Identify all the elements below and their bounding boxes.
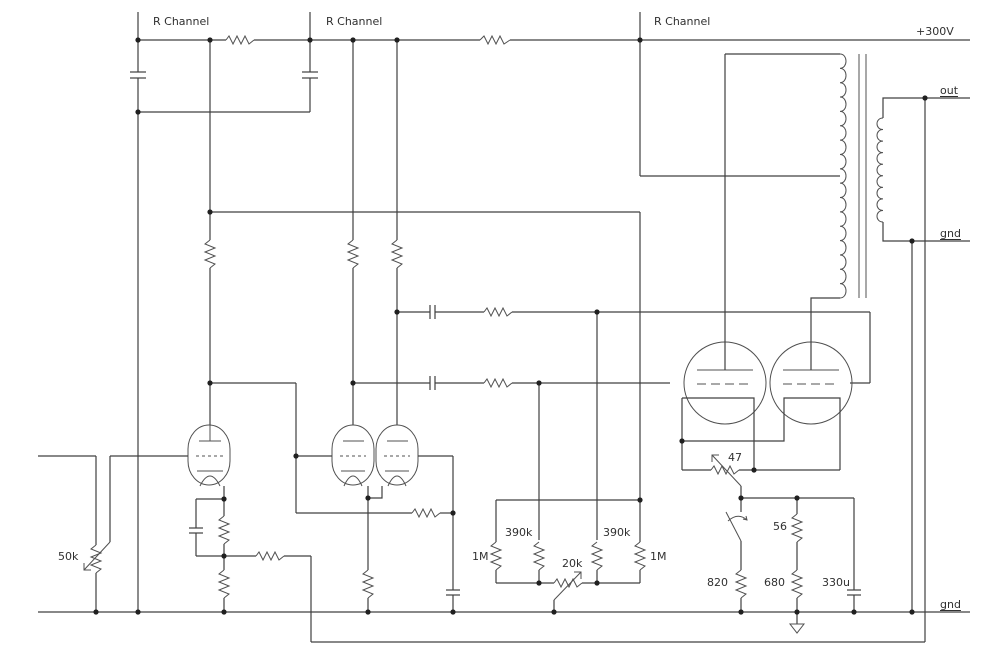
splitter-cathode-resistor bbox=[361, 569, 375, 599]
junction-dot bbox=[93, 609, 99, 615]
junction-dot bbox=[207, 380, 213, 386]
junction-dot bbox=[536, 380, 542, 386]
junction-dot bbox=[221, 496, 227, 502]
junction-dots bbox=[93, 37, 928, 615]
supply-voltage-label: +300V bbox=[916, 25, 954, 38]
output-transformer bbox=[839, 53, 884, 299]
junction-dot bbox=[794, 495, 800, 501]
junction-dot bbox=[738, 495, 744, 501]
junction-dot bbox=[350, 380, 356, 386]
output-label: out bbox=[940, 84, 959, 97]
junction-dot bbox=[365, 495, 371, 501]
input-pot-value: 50k bbox=[58, 550, 79, 563]
supply-rail bbox=[137, 12, 970, 41]
balance-pot-value: 20k bbox=[562, 557, 583, 570]
grid-resistor-right-outer bbox=[633, 541, 647, 571]
plate-resistor-input bbox=[203, 239, 217, 269]
junction-dot bbox=[909, 609, 915, 615]
grid-resistor-left-inner-value: 390k bbox=[505, 526, 533, 539]
junction-dot bbox=[637, 497, 643, 503]
decoupling-resistor-1 bbox=[225, 34, 255, 46]
junction-dot bbox=[450, 609, 456, 615]
junction-dot bbox=[221, 553, 227, 559]
input-potentiometer bbox=[89, 544, 103, 574]
cathode-switch bbox=[725, 511, 742, 542]
output-ground-label: gnd bbox=[940, 227, 961, 240]
ground-rail-label: gnd bbox=[940, 598, 961, 611]
cathode-resistor-680-value: 680 bbox=[764, 576, 785, 589]
grid-resistor-left-outer bbox=[489, 541, 503, 571]
decoupling-resistor-2 bbox=[479, 34, 511, 46]
cathode-resistor-820 bbox=[734, 569, 748, 599]
cathode-resistor-56 bbox=[790, 513, 804, 543]
grid-stopper-lower bbox=[483, 377, 513, 389]
grid-resistor-left-outer-value: 1M bbox=[472, 550, 489, 563]
junction-dot bbox=[851, 609, 857, 615]
cathode-resistor-input bbox=[217, 515, 231, 545]
junction-dot bbox=[679, 438, 685, 444]
grid-stopper-upper bbox=[483, 306, 513, 318]
channel-label-3: R Channel bbox=[654, 15, 711, 28]
junction-dot bbox=[922, 95, 928, 101]
junction-dot bbox=[551, 609, 557, 615]
junction-dot bbox=[794, 609, 800, 615]
junction-dot bbox=[909, 238, 915, 244]
filter-capacitor-1 bbox=[130, 40, 146, 612]
grid-resistor-right-inner-value: 390k bbox=[603, 526, 631, 539]
splitter-grid-resistor bbox=[411, 507, 441, 519]
cathode-resistor-56-value: 56 bbox=[773, 520, 787, 533]
junction-dot bbox=[135, 109, 141, 115]
junction-dot bbox=[307, 37, 313, 43]
channel-label-2: R Channel bbox=[326, 15, 383, 28]
grid-resistor-right-outer-value: 1M bbox=[650, 550, 667, 563]
junction-dot bbox=[594, 309, 600, 315]
junction-dot bbox=[350, 37, 356, 43]
grid-resistor-right-inner bbox=[590, 541, 604, 571]
input-triode bbox=[187, 424, 231, 487]
junction-dot bbox=[135, 37, 141, 43]
junction-dot bbox=[394, 309, 400, 315]
cathode-balance-pot-value: 47 bbox=[728, 451, 742, 464]
filter-capacitor-2 bbox=[138, 40, 318, 113]
junction-dot bbox=[365, 609, 371, 615]
junction-dot bbox=[536, 580, 542, 586]
junction-dot bbox=[738, 609, 744, 615]
cathode-resistor-680 bbox=[790, 569, 804, 599]
junction-dot bbox=[594, 580, 600, 586]
ground-symbol bbox=[788, 623, 806, 634]
grid-resistor-left-inner bbox=[532, 541, 546, 571]
bypass-cap-value: 330u bbox=[822, 576, 850, 589]
cathode-resistor-input-lower bbox=[217, 569, 231, 599]
balance-potentiometer bbox=[553, 577, 583, 589]
phase-splitter-tube bbox=[331, 424, 419, 487]
cathode-balance-pot bbox=[710, 464, 740, 476]
junction-dot bbox=[207, 37, 213, 43]
junction-dot bbox=[450, 510, 456, 516]
junction-dot bbox=[293, 453, 299, 459]
junction-dot bbox=[637, 37, 643, 43]
cathode-resistor-820-value: 820 bbox=[707, 576, 728, 589]
plate-resistor-splitter-a bbox=[346, 239, 360, 269]
junction-dot bbox=[221, 609, 227, 615]
junction-dot bbox=[207, 209, 213, 215]
plate-resistor-splitter-b bbox=[390, 239, 404, 269]
channel-label-1: R Channel bbox=[153, 15, 210, 28]
junction-dot bbox=[751, 467, 757, 473]
junction-dot bbox=[394, 37, 400, 43]
feedback-resistor bbox=[255, 550, 285, 562]
junction-dot bbox=[135, 609, 141, 615]
